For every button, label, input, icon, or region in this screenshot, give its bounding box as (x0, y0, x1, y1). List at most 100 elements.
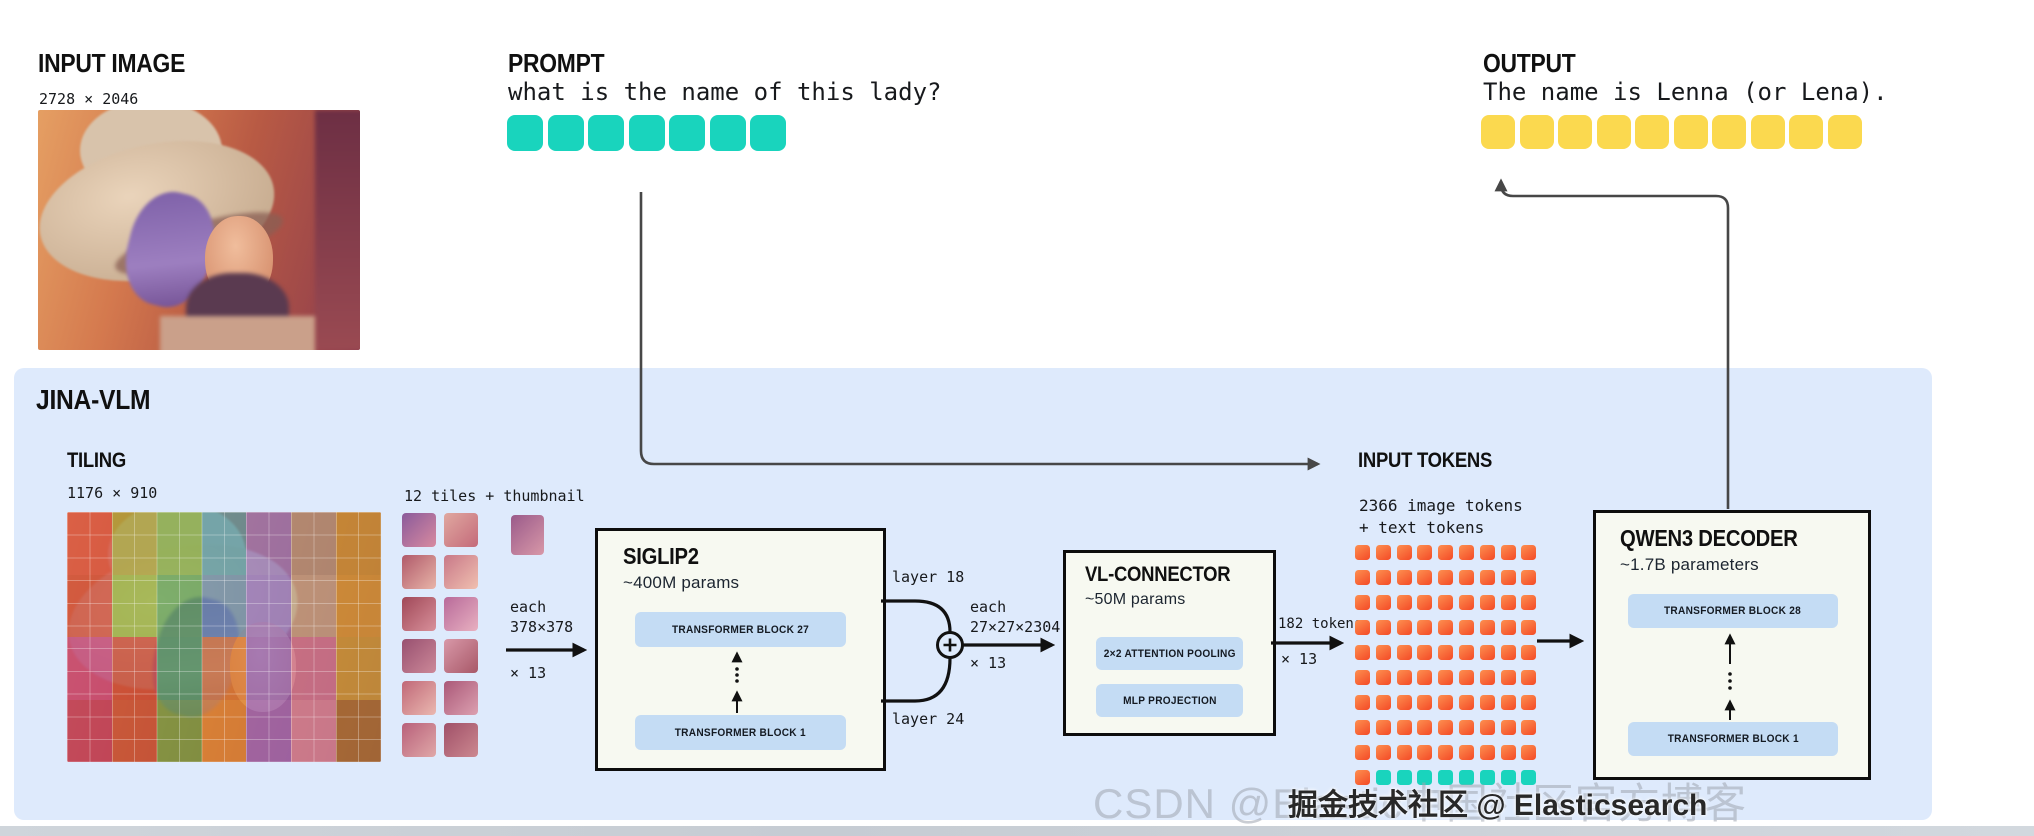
tile-crop (402, 639, 436, 673)
image-token (1355, 545, 1370, 560)
tile-tint-cell (291, 699, 337, 762)
tile-thumbnail (511, 515, 544, 555)
tile-tint-cell (67, 699, 112, 762)
output-token (1712, 115, 1746, 149)
input-image-title: INPUT IMAGE (38, 48, 186, 78)
input-image (38, 110, 360, 350)
output-token (1789, 115, 1823, 149)
image-token (1500, 545, 1516, 560)
image-token (1396, 645, 1412, 660)
siglip2-box: SIGLIP2 ~400M params TRANSFORMER BLOCK 2… (595, 528, 886, 771)
image-token (1500, 695, 1516, 710)
prompt-text: what is the name of this lady? (508, 78, 942, 106)
tile-tint-cell (336, 574, 381, 637)
tile-crop (402, 681, 436, 715)
fusion-times-label: × 13 (970, 654, 1007, 672)
image-token (1521, 670, 1537, 685)
tile-tint-cell (291, 637, 337, 700)
image-token (1375, 670, 1391, 685)
tiles-each-label: each (510, 598, 547, 616)
portrait-shoulder (160, 316, 315, 350)
image-token (1396, 695, 1412, 710)
image-token (1355, 645, 1370, 660)
output-token (1750, 115, 1785, 149)
image-token (1479, 620, 1495, 635)
image-token (1417, 570, 1433, 585)
image-token (1417, 745, 1433, 760)
image-token (1500, 720, 1516, 735)
image-token (1417, 645, 1433, 660)
tile-tint-cell (246, 699, 292, 762)
prompt-token-row (507, 115, 786, 151)
image-token (1417, 595, 1433, 610)
tile-grid-lines (67, 512, 381, 762)
image-token (1355, 745, 1370, 760)
tile-tint-cell (156, 574, 202, 637)
image-token (1458, 595, 1474, 610)
mlp-projection-label: MLP PROJECTION (1122, 694, 1217, 707)
tile-tint-cell (156, 637, 202, 700)
portrait-mirror-band (314, 110, 360, 350)
image-token (1396, 570, 1412, 585)
tile-tint-cell (201, 574, 247, 637)
qwen3-params: ~1.7B parameters (1620, 555, 1759, 574)
connector-times-label: × 13 (1281, 650, 1318, 668)
prompt-token (588, 115, 624, 151)
image-token (1438, 620, 1454, 635)
image-token (1458, 695, 1474, 710)
output-token (1558, 115, 1592, 149)
tile-crop (402, 555, 436, 589)
image-token (1500, 645, 1516, 660)
output-token-row (1481, 115, 1862, 149)
image-token (1355, 595, 1370, 610)
tile-tint-cell (291, 574, 337, 637)
image-token (1521, 620, 1537, 635)
tiles-size-label: 378×378 (510, 618, 574, 636)
image-token (1355, 570, 1370, 585)
image-token (1479, 595, 1495, 610)
fusion-shape-label: 27×27×2304 (970, 618, 1061, 636)
tiles-times-label: × 13 (510, 664, 547, 682)
tile-tint-cell (111, 574, 157, 637)
qwen3-block-bottom: TRANSFORMER BLOCK 1 (1628, 722, 1838, 756)
tile-strip-label: 12 tiles + thumbnail (404, 487, 585, 505)
tile-crop (444, 681, 478, 715)
output-title: OUTPUT (1483, 48, 1576, 78)
image-token (1479, 645, 1495, 660)
image-token (1521, 645, 1537, 660)
image-token (1521, 595, 1537, 610)
image-token (1458, 620, 1474, 635)
siglip2-block-top: TRANSFORMER BLOCK 27 (635, 612, 846, 647)
prompt-token (628, 115, 665, 151)
output-text: The name is Lenna (or Lena). (1483, 78, 1888, 106)
prompt-token (507, 115, 543, 151)
image-token (1355, 620, 1370, 635)
image-token (1438, 570, 1454, 585)
tokens-182-label: 182 tokens (1278, 616, 1363, 632)
mlp-projection-block: MLP PROJECTION (1096, 684, 1243, 717)
image-token (1479, 720, 1495, 735)
image-token (1417, 695, 1433, 710)
tile-tint-cell (246, 512, 292, 575)
image-token (1521, 695, 1537, 710)
image-token (1396, 595, 1412, 610)
image-token (1355, 695, 1370, 710)
tile-strip (402, 513, 480, 759)
juejin-watermark: 掘金技术社区 @ Elasticsearch (1288, 789, 1708, 822)
tile-tint-cell (111, 637, 157, 700)
image-token (1396, 720, 1412, 735)
text-token (1458, 770, 1474, 785)
image-token (1438, 645, 1454, 660)
prompt-token (669, 115, 705, 151)
tile-tint-cell (291, 512, 337, 575)
image-token (1458, 545, 1474, 560)
tile-crop (444, 723, 478, 757)
tile-tint-cell (67, 637, 112, 700)
tiling-dimensions: 1176 × 910 (67, 484, 158, 502)
tile-tint-cell (67, 512, 112, 575)
tile-tint-cell (336, 699, 381, 762)
tile-crop (444, 513, 478, 547)
tile-tint-cell (336, 512, 381, 575)
jina-vlm-title: JINA-VLM (36, 384, 151, 415)
input-image-dimensions: 2728 × 2046 (39, 90, 139, 108)
